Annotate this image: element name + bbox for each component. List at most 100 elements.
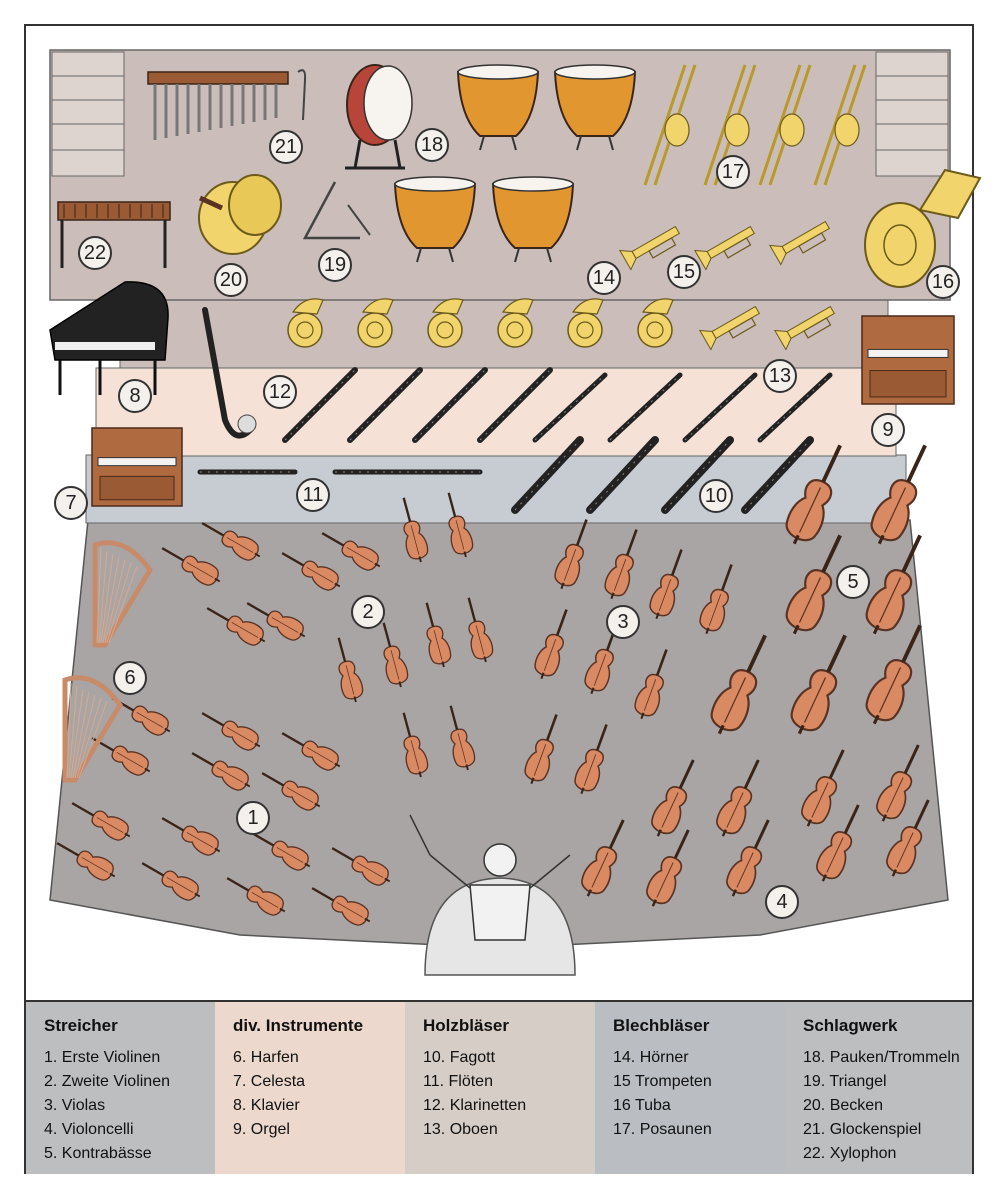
back-steps-left: [51, 51, 125, 177]
cello-4: [651, 759, 695, 837]
cello-5: [726, 819, 770, 897]
legend-item: 16 Tuba: [613, 1097, 671, 1114]
horn-6: [637, 298, 674, 348]
timpani-1: [456, 64, 540, 151]
legend-item: 20. Becken: [803, 1097, 884, 1114]
marker-label-18: 18: [421, 134, 443, 156]
bass-drum: [345, 64, 413, 170]
marker-label-8: 8: [129, 385, 140, 407]
marker-18: 18: [415, 128, 449, 162]
marker-10: 10: [699, 479, 733, 513]
organ: [861, 315, 955, 405]
marker-label-4: 4: [776, 891, 787, 913]
marker-label-14: 14: [593, 267, 615, 289]
violin-first-2: [201, 522, 261, 561]
marker-label-7: 7: [65, 492, 76, 514]
marker-label-9: 9: [882, 419, 893, 441]
cello-7: [816, 804, 860, 882]
violin-second-3: [337, 637, 364, 703]
marker-17: 17: [716, 155, 750, 189]
marker-1: 1: [236, 801, 270, 835]
marker-16: 16: [926, 265, 960, 299]
trumpet-1: [618, 225, 681, 271]
marker-4: 4: [765, 885, 799, 919]
violin-first-19: [226, 877, 286, 916]
cello-8: [876, 744, 920, 822]
violin-first-12: [261, 772, 321, 811]
violin-first-20: [311, 887, 371, 926]
marker-label-21: 21: [275, 136, 297, 158]
violin-first-5: [281, 552, 341, 591]
violin-first-13: [71, 802, 131, 841]
viola-7: [634, 649, 668, 720]
violin-second-6: [467, 597, 494, 663]
marker-label-1: 1: [247, 807, 258, 829]
legend-item: 1. Erste Violinen: [44, 1049, 161, 1066]
harp-2: [62, 675, 123, 783]
cymbals: [198, 174, 282, 255]
marker-label-2: 2: [362, 601, 373, 623]
violin-first-4: [246, 602, 306, 641]
bassoon-2: [586, 436, 659, 514]
marker-13: 13: [763, 359, 797, 393]
violin-second-5: [425, 602, 452, 668]
glockenspiel: [147, 69, 307, 140]
legend-item: 14. Hörner: [613, 1049, 689, 1066]
viola-6: [584, 624, 618, 695]
celesta: [91, 427, 183, 507]
trumpet-5: [773, 305, 836, 351]
marker-label-16: 16: [932, 271, 954, 293]
grand-piano: [49, 281, 169, 395]
trombone-4: [813, 64, 867, 186]
clarinet-2: [347, 367, 423, 443]
violin-second-1: [402, 497, 429, 563]
legend-heading: div. Instrumente: [233, 1016, 364, 1035]
horn-5: [567, 298, 604, 348]
marker-label-15: 15: [673, 261, 695, 283]
oboe-1: [532, 372, 608, 443]
legend-item: 10. Fagott: [423, 1049, 496, 1066]
marker-19: 19: [318, 248, 352, 282]
double-bass-1: [785, 444, 842, 545]
violin-second-2: [447, 492, 474, 558]
horn-2: [357, 298, 394, 348]
legend-item: 11. Flöten: [423, 1073, 493, 1090]
marker-11: 11: [296, 478, 330, 512]
marker-label-10: 10: [705, 485, 727, 507]
horn-3: [427, 298, 464, 348]
violin-first-10: [91, 737, 151, 776]
viola-4: [699, 564, 733, 635]
violin-second-7: [402, 712, 429, 778]
violin-first-18: [141, 862, 201, 901]
legend-item: 5. Kontrabässe: [44, 1145, 152, 1162]
double-bass-3: [785, 534, 842, 635]
trombone-1: [643, 64, 697, 186]
legend-item: 2. Zweite Violinen: [44, 1073, 170, 1090]
marker-label-5: 5: [847, 571, 858, 593]
bassoon-4: [741, 436, 814, 514]
trumpet-2: [693, 225, 756, 271]
legend-heading: Schlagwerk: [803, 1016, 898, 1035]
marker-7: 7: [54, 486, 88, 520]
oboe-4: [757, 372, 833, 443]
violin-first-11: [191, 752, 251, 791]
legend-item: 17. Posaunen: [613, 1121, 712, 1138]
legend-heading: Blechbläser: [613, 1016, 710, 1035]
violin-first-15: [251, 832, 311, 871]
marker-8: 8: [118, 379, 152, 413]
violin-second-4: [382, 622, 409, 688]
marker-label-12: 12: [269, 381, 291, 403]
bass-clarinet: [202, 307, 257, 439]
bassoon-3: [661, 436, 734, 514]
cello-6: [801, 749, 845, 827]
marker-2: 2: [351, 595, 385, 629]
marker-label-3: 3: [617, 611, 628, 633]
legend-item: 4. Violoncelli: [44, 1121, 134, 1138]
trumpet-4: [698, 305, 761, 351]
marker-6: 6: [113, 661, 147, 695]
